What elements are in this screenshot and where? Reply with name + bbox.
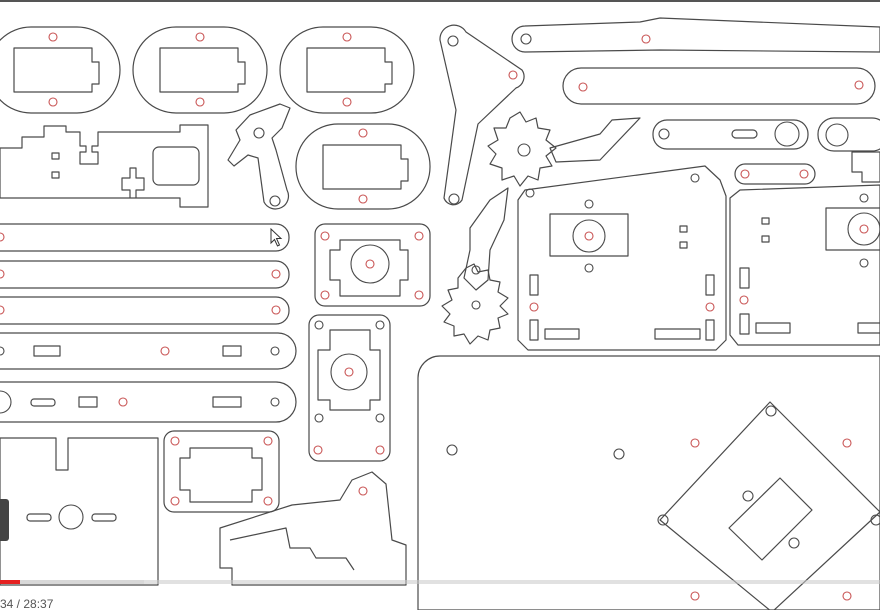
battery-plate-2 [132,26,268,114]
base-plate [417,355,880,610]
long-link-2 [562,67,876,105]
link-bar-2 [0,260,290,289]
servo-mount-2 [308,314,391,462]
electronics-plate-2 [729,184,880,346]
curved-arm [439,24,525,206]
shoulder-bracket [219,471,407,586]
top-edge [0,0,880,2]
servo-horn-link-2 [817,117,880,152]
gear-1 [487,111,641,187]
servo-horn-link [652,119,809,150]
small-arm [227,103,291,210]
gear-2 [441,187,509,345]
play-icon[interactable] [0,499,9,541]
electronics-plate-1 [517,165,727,351]
battery-plate-3 [279,26,415,114]
bracket-right [851,151,880,183]
base-frame [0,124,209,208]
long-link-1 [511,17,880,53]
servo-mount-1 [314,223,431,307]
buffered-bar [0,580,145,584]
link-bar-1 [0,223,290,252]
progress-bar[interactable] [0,580,880,584]
bottom-frame [0,437,159,586]
played-bar [0,580,21,584]
link-bar-5 [0,381,297,423]
battery-plate-4 [295,123,431,210]
timecode: 34 / 28:37 [0,597,54,611]
link-bar-4 [0,332,297,370]
battery-plate-1 [0,26,121,114]
short-link [734,163,816,185]
link-bar-3 [0,296,290,325]
servo-mount-3 [163,430,280,513]
